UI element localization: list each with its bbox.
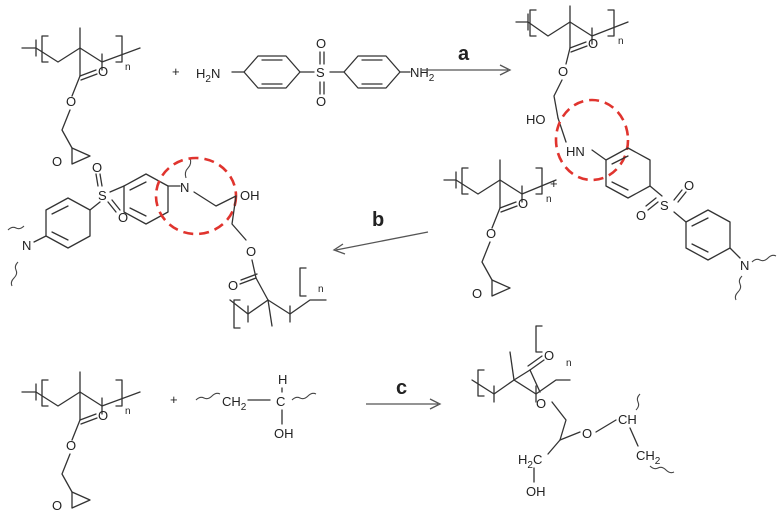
product-a: n O O HO HN S O O N bbox=[515, 5, 777, 301]
atom-oh-2: OH bbox=[274, 426, 294, 441]
gma-unit-row1: n O O O bbox=[21, 27, 141, 169]
plus-b: + bbox=[550, 176, 558, 191]
repeat-n-6: n bbox=[566, 358, 572, 369]
highlight-circle-a bbox=[554, 98, 630, 182]
arrow-c: c bbox=[366, 377, 442, 410]
atom-oh-1: OH bbox=[240, 188, 260, 203]
repeat-n-1: n bbox=[125, 62, 131, 73]
svg-text:CH2: CH2 bbox=[636, 448, 661, 467]
plus-c: + bbox=[170, 392, 178, 407]
atom-o-s1b: O bbox=[316, 94, 326, 109]
repeat-n-2: n bbox=[618, 36, 624, 47]
atom-s-2: S bbox=[660, 198, 669, 213]
nh2-left-n: N bbox=[211, 66, 220, 81]
ch2-c-2: CH bbox=[636, 448, 655, 463]
atom-o-12: O bbox=[536, 396, 546, 411]
atom-o-10: O bbox=[66, 438, 76, 453]
atom-o-1: O bbox=[98, 64, 108, 79]
repeat-n-3: n bbox=[546, 194, 552, 205]
atom-hn-1: HN bbox=[566, 144, 585, 159]
gma-unit-row2: n O O O bbox=[443, 159, 557, 301]
atom-s-1: S bbox=[316, 65, 325, 80]
atom-o-13: O bbox=[582, 426, 592, 441]
nh2-right-nh: NH bbox=[410, 65, 429, 80]
atom-o-7: O bbox=[246, 244, 256, 259]
repeat-n-5: n bbox=[125, 406, 131, 417]
svg-text:H2N: H2N bbox=[196, 66, 220, 85]
svg-text:NH2: NH2 bbox=[410, 65, 435, 84]
arrow-b: b bbox=[332, 209, 429, 255]
atom-oh-3: OH bbox=[526, 484, 546, 499]
atom-o-s2a: O bbox=[636, 208, 646, 223]
ch2-c: CH bbox=[222, 394, 241, 409]
atom-o-s3b: O bbox=[118, 210, 128, 225]
plus-a: + bbox=[172, 64, 180, 79]
atom-o-s2b: O bbox=[684, 178, 694, 193]
step-b-label: b bbox=[372, 209, 384, 231]
repeat-n-4: n bbox=[318, 284, 324, 295]
gma-unit-row3: n O O O bbox=[21, 371, 141, 513]
atom-ch-1: CH bbox=[618, 412, 637, 427]
atom-o-s1a: O bbox=[316, 36, 326, 51]
svg-text:CH2: CH2 bbox=[222, 394, 247, 413]
step-a-label: a bbox=[458, 43, 470, 65]
atom-n-3: N bbox=[180, 180, 189, 195]
atom-o-11: O bbox=[544, 348, 554, 363]
atom-o-9: O bbox=[98, 408, 108, 423]
hydroxyl-chain: CH2 H C OH bbox=[195, 372, 317, 441]
atom-o-8: O bbox=[228, 278, 238, 293]
atom-c-1: C bbox=[276, 394, 285, 409]
atom-o-3: O bbox=[588, 36, 598, 51]
atom-o-epoxide-2: O bbox=[472, 286, 482, 301]
svg-text:H2C: H2C bbox=[518, 452, 542, 471]
product-c: n O O O CH CH2 H2C OH bbox=[471, 325, 675, 499]
atom-ho-1: HO bbox=[526, 112, 546, 127]
atom-o-epoxide-1: O bbox=[52, 154, 62, 169]
step-c-label: c bbox=[396, 377, 407, 399]
nh2-left-h: H bbox=[196, 66, 205, 81]
atom-o-4: O bbox=[558, 64, 568, 79]
atom-o-s3a: O bbox=[92, 160, 102, 175]
atom-n-2: N bbox=[22, 238, 31, 253]
h2c-h: H bbox=[518, 452, 527, 467]
atom-o-6: O bbox=[486, 226, 496, 241]
atom-o-epoxide-3: O bbox=[52, 498, 62, 513]
arrow-a: a bbox=[422, 43, 512, 76]
atom-s-3: S bbox=[98, 188, 107, 203]
dds-molecule: H2N S O O NH2 bbox=[196, 36, 435, 109]
atom-o-2: O bbox=[66, 94, 76, 109]
atom-n-1: N bbox=[740, 258, 749, 273]
product-b: N S O O N OH O O n bbox=[7, 156, 327, 329]
atom-o-5: O bbox=[518, 196, 528, 211]
h2c-c: C bbox=[533, 452, 542, 467]
atom-h-1: H bbox=[278, 372, 287, 387]
